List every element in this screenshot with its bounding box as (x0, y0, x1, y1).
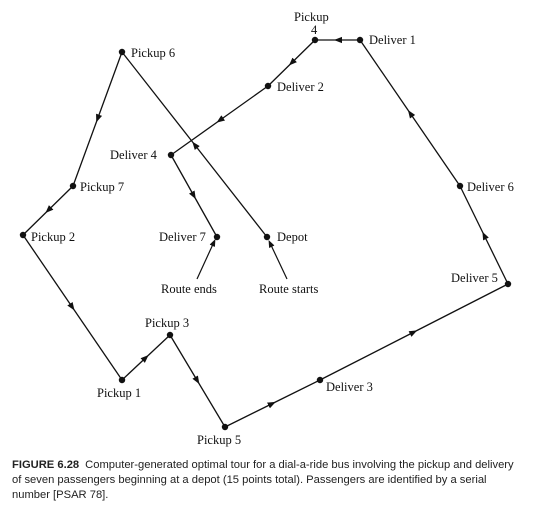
node-deliver7 (213, 233, 221, 241)
label-pickup5: Pickup 5 (197, 433, 241, 447)
route-segment-deliver4-to-deliver7-tail (193, 195, 218, 238)
node-deliver6 (456, 182, 464, 190)
label-depot: Depot (277, 230, 308, 244)
route-segment-pickup2-to-pickup1-tail (71, 307, 123, 381)
node-deliver2 (264, 82, 272, 90)
route-segment-deliver3-to-deliver5 (319, 330, 418, 381)
route-segment-pickup5-to-deliver3 (224, 401, 276, 428)
tour-diagram: Pickup 4 Deliver 1 Pickup 6 Deliver 2 De… (19, 10, 514, 447)
route-segment-pickup3-to-pickup5 (169, 334, 200, 385)
route-ends-pointer (196, 238, 216, 280)
route-segment-pickup2-to-pickup1 (22, 234, 75, 311)
route-segment-deliver3-to-deliver5-tail (413, 283, 509, 333)
route-segment-pickup6-to-pickup7 (96, 51, 123, 123)
route-segment-depot-to-pickup6-tail (121, 51, 196, 145)
label-deliver6: Deliver 6 (467, 180, 514, 194)
label-deliver7: Deliver 7 (159, 230, 206, 244)
route-segments (22, 36, 509, 428)
node-pickup5 (221, 423, 229, 431)
node-pickup4 (311, 36, 319, 44)
label-route-starts: Route starts (259, 282, 319, 296)
route-segment-pickup7-to-pickup2 (45, 185, 74, 214)
label-pickup3: Pickup 3 (145, 316, 189, 330)
route-segment-deliver4-to-deliver7 (170, 154, 196, 200)
route-segment-deliver2-to-deliver4 (216, 85, 269, 123)
route-segment-pickup1-to-pickup3 (121, 355, 149, 381)
node-pickup2 (19, 231, 27, 239)
label-pickup4-line1: Pickup (294, 10, 329, 24)
label-pickup4-line2: 4 (311, 23, 318, 37)
label-deliver4: Deliver 4 (110, 148, 158, 162)
route-starts-pointer (268, 239, 288, 280)
label-deliver5: Deliver 5 (451, 271, 498, 285)
label-deliver3: Deliver 3 (326, 380, 373, 394)
label-pickup2: Pickup 2 (31, 230, 75, 244)
node-points (19, 36, 512, 431)
label-route-ends: Route ends (161, 282, 217, 296)
node-deliver4 (167, 151, 175, 159)
node-pickup1 (118, 376, 126, 384)
route-segment-pickup4-to-deliver2 (288, 39, 316, 66)
label-pickup1: Pickup 1 (97, 386, 141, 400)
route-segment-deliver6-to-deliver1 (407, 109, 461, 187)
node-depot (263, 233, 271, 241)
node-pickup3 (166, 331, 174, 339)
route-segment-deliver6-to-deliver1-tail (359, 39, 411, 114)
figure-caption-text: Computer-generated optimal tour for a di… (12, 459, 514, 501)
route-segment-pickup1-to-pickup3-tail (145, 334, 171, 358)
route-segment-deliver5-to-deliver6-tail (459, 185, 485, 236)
label-deliver1: Deliver 1 (369, 33, 416, 47)
route-segment-deliver2-to-deliver4-tail (170, 119, 220, 156)
route-segment-pickup7-to-pickup2-tail (22, 210, 49, 236)
route-segment-pickup6-to-pickup7-tail (72, 118, 99, 187)
label-deliver2: Deliver 2 (277, 80, 324, 94)
label-pickup7: Pickup 7 (80, 180, 124, 194)
route-segment-pickup3-to-pickup5-tail (196, 380, 226, 428)
figure-number: FIGURE 6.28 (12, 459, 80, 471)
node-deliver3 (316, 376, 324, 384)
label-pickup6: Pickup 6 (131, 46, 175, 60)
node-labels: Pickup 4 Deliver 1 Pickup 6 Deliver 2 De… (31, 10, 514, 447)
route-segment-pickup5-to-deliver3-tail (272, 379, 321, 405)
node-deliver5 (504, 280, 512, 288)
route-segment-deliver5-to-deliver6 (482, 231, 509, 285)
route-segment-depot-to-pickup6 (192, 141, 268, 238)
node-pickup7 (69, 182, 77, 190)
node-pickup6 (118, 48, 126, 56)
route-segment-pickup4-to-deliver2-tail (267, 62, 292, 87)
node-deliver1 (356, 36, 364, 44)
